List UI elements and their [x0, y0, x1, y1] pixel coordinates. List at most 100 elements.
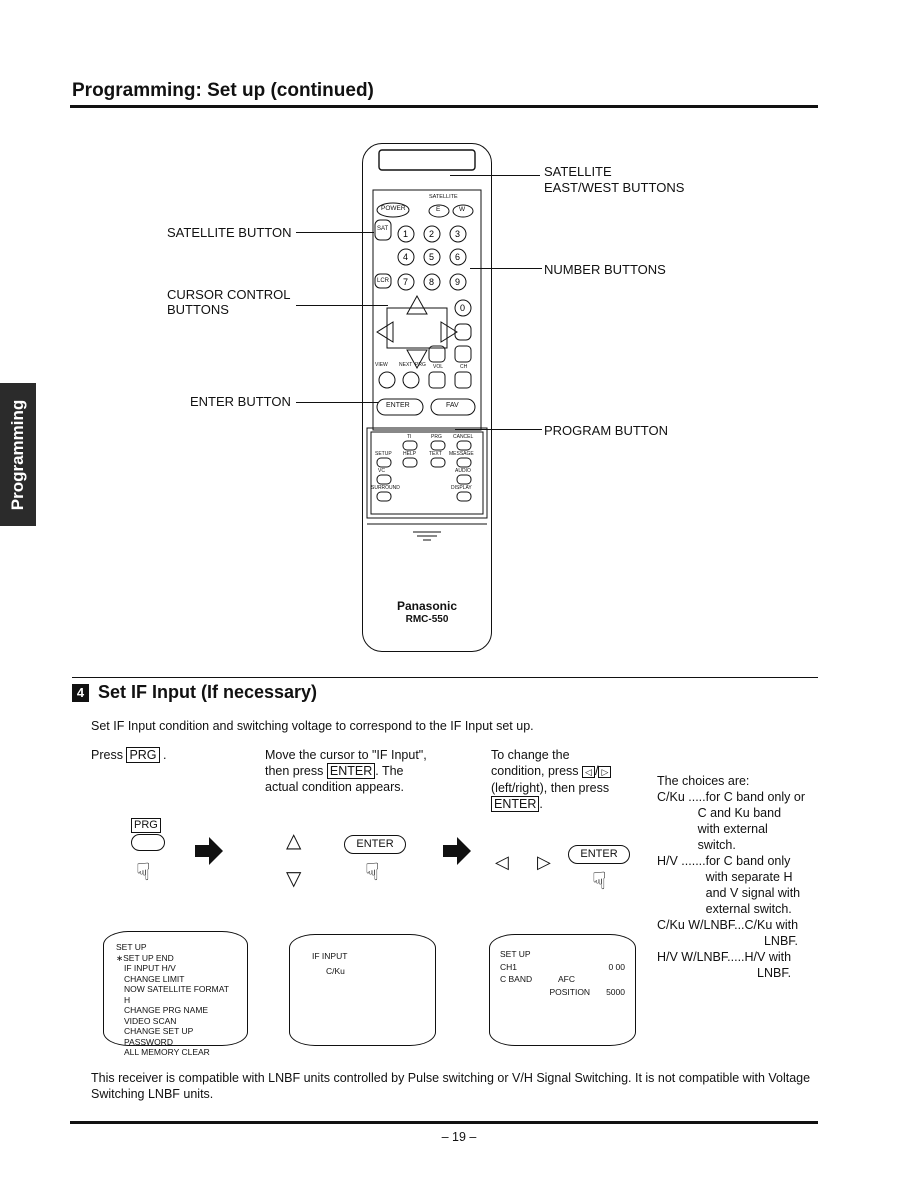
pressing-hand-icon: ☟ [136, 859, 151, 886]
choice-desc-line: for C band only [705, 854, 791, 868]
choice-item: H/V W/LNBF..... H/V with LNBF. [657, 949, 805, 981]
step1-prg-key: PRG [126, 747, 160, 763]
step1-press: Press [91, 748, 123, 762]
choice-desc-line: for C band only or [705, 790, 805, 804]
callout-satellite-eastwest-line2: EAST/WEST BUTTONS [544, 180, 685, 195]
osd3-title: SET UP [500, 949, 531, 959]
side-section-tab: Programming [0, 383, 36, 526]
callout-cursor-control-line2: BUTTONS [167, 302, 229, 317]
next-step-arrow-icon [195, 837, 223, 865]
osd1-line8: CHANGE SET UP PASSWORD [124, 1026, 194, 1047]
cursor-right-icon: ▷ [537, 852, 551, 872]
leader-program-button [455, 429, 542, 430]
choice-desc-line: LNBF. [763, 934, 799, 948]
remote-enter-label: ENTER [386, 402, 410, 409]
remote-view-label: VIEW [375, 362, 388, 368]
choice-desc-line: C/Ku with [744, 918, 799, 932]
choices-heading: The choices are: [657, 774, 750, 788]
choice-key: H/V ....... [657, 854, 706, 868]
remote-setup-label: SETUP [375, 451, 392, 457]
remote-fav-label: FAV [446, 402, 459, 409]
cursor-down-icon: ▽ [286, 868, 302, 890]
svg-text:6: 6 [455, 252, 460, 262]
choice-item: H/V ....... for C band only with separat… [657, 853, 805, 917]
choice-item: C/Ku ..... for C band only or C and Ku b… [657, 789, 805, 853]
remote-audio-label: AUDIO [455, 468, 471, 474]
osd1-line4: CHANGE LIMIT [124, 973, 185, 984]
step3-text: To change the condition, press ◁/▷ (left… [491, 747, 612, 812]
leader-number-buttons [470, 268, 542, 269]
section-title: Set IF Input (If necessary) [98, 682, 318, 702]
osd2-line2: C/Ku [326, 965, 345, 976]
remote-help-label: HELP [403, 451, 417, 457]
osd1-line3: IF INPUT H/V [124, 963, 176, 973]
osd1-line5: NOW SATELLITE FORMAT H [124, 984, 229, 1005]
page-header-title: Programming: Set up (continued) [72, 80, 374, 101]
step3-left-key-icon: ◁ [582, 766, 595, 778]
step2-enter-key: ENTER [326, 763, 376, 779]
svg-text:1: 1 [403, 229, 408, 239]
svg-text:2: 2 [429, 229, 434, 239]
svg-text:4: 4 [403, 252, 408, 262]
choice-desc-line: with external [697, 822, 768, 836]
choice-key: H/V W/LNBF..... [657, 950, 745, 964]
cursor-up-icon: △ [286, 830, 302, 852]
section-rule [72, 677, 818, 678]
cursor-left-icon: ◁ [495, 852, 509, 872]
step2-line1: Move the cursor to "IF Input", [265, 748, 427, 762]
prg-key-icon: PRG [131, 818, 161, 833]
osd-screen-setup-menu: SET UP ∗SET UP END IF INPUT H/V CHANGE L… [103, 931, 248, 1057]
remote-message-label: MESSAGE [449, 451, 474, 457]
osd3-ch: CH1 [500, 961, 518, 972]
osd1-line2: ∗SET UP END [116, 952, 174, 963]
step3-line2-text: condition, press [491, 764, 579, 778]
footer-rule [70, 1121, 818, 1124]
osd-screen-setup-ch: SET UP CH1 0 00 C BAND AFC POSITION 5000 [489, 934, 636, 1046]
remote-surround-label: SURROUND [371, 485, 400, 491]
next-step-arrow-icon-2 [443, 837, 471, 865]
remote-brand: Panasonic [396, 599, 458, 613]
step2-line3: actual condition appears. [265, 780, 404, 794]
osd3-band: C BAND [500, 974, 533, 984]
remote-sat-label: SAT [377, 226, 389, 232]
choice-item: C/Ku W/LNBF... C/Ku with LNBF. [657, 917, 805, 949]
svg-text:3: 3 [455, 229, 460, 239]
choice-desc-line: and V signal with [705, 886, 801, 900]
choice-desc-line: with separate H [705, 870, 793, 884]
step2-line2a: then press [265, 764, 324, 778]
step1-suffix: . [163, 748, 167, 762]
remote-ti-label: TI [407, 434, 412, 440]
page-number: – 19 – [441, 1130, 477, 1144]
header-rule [70, 105, 818, 108]
choice-desc-line: LNBF. [757, 966, 792, 980]
osd1-line6: CHANGE PRG NAME [124, 1005, 209, 1015]
osd3-position-value: 5000 [606, 986, 625, 997]
leader-enter-button [296, 402, 378, 403]
osd2-line1: IF INPUT [312, 951, 348, 961]
leader-satellite-eastwest [450, 175, 540, 176]
osd3-ch-value: 0 00 [608, 961, 625, 972]
choice-key: C/Ku W/LNBF... [657, 918, 745, 932]
svg-text:9: 9 [455, 277, 460, 287]
prg-button-icon [131, 834, 165, 851]
osd1-line9: ALL MEMORY CLEAR [124, 1047, 210, 1057]
step2-text: Move the cursor to "IF Input", then pres… [265, 747, 427, 795]
step3-enter-key: ENTER [491, 796, 540, 812]
leader-satellite-button [296, 232, 374, 233]
side-tab-label: Programming [8, 399, 27, 510]
pressing-hand-icon-3: ☟ [592, 868, 607, 895]
remote-text-label: TEXT [429, 451, 442, 457]
remote-next-label: NEXT [399, 362, 413, 368]
remote-display-label: DISPLAY [451, 485, 472, 491]
remote-power-label: POWER [381, 205, 406, 212]
compatibility-note: This receiver is compatible with LNBF un… [91, 1071, 811, 1101]
step3-sep: / [594, 764, 599, 778]
step2-line2: then press ENTER. The [265, 763, 427, 779]
step3-line2: condition, press ◁/▷ [491, 763, 612, 780]
choice-desc-line: H/V with [744, 950, 792, 964]
enter-button-icon-2: ENTER [568, 845, 630, 864]
svg-text:0: 0 [460, 303, 465, 313]
remote-vc-label: VC [378, 468, 385, 474]
choice-desc-line: switch. [697, 838, 736, 852]
